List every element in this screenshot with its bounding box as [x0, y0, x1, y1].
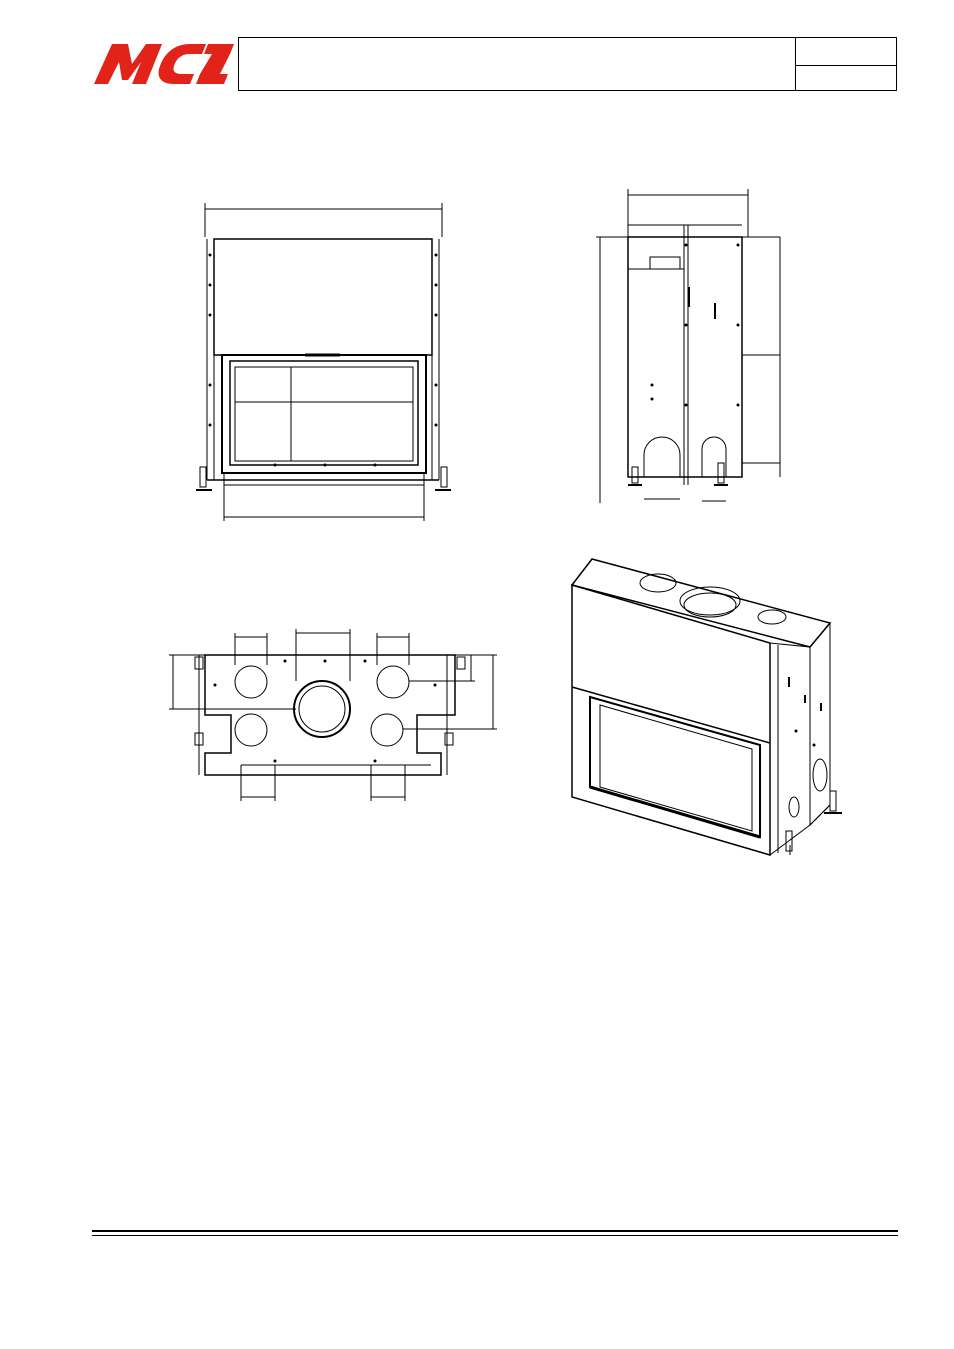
mcz-logo-mark: [94, 44, 234, 84]
top-plan-drawing: [165, 625, 500, 805]
side-elevation-drawing: [592, 185, 792, 515]
code-box-bottom: [795, 65, 897, 91]
footer-rule-thin: [92, 1235, 898, 1236]
mcz-logo: [94, 42, 234, 86]
front-elevation-drawing: [190, 195, 460, 525]
isometric-drawing: [560, 555, 850, 865]
title-box: [238, 37, 796, 91]
code-box-top: [795, 37, 897, 66]
footer-rule-thick: [92, 1230, 898, 1232]
